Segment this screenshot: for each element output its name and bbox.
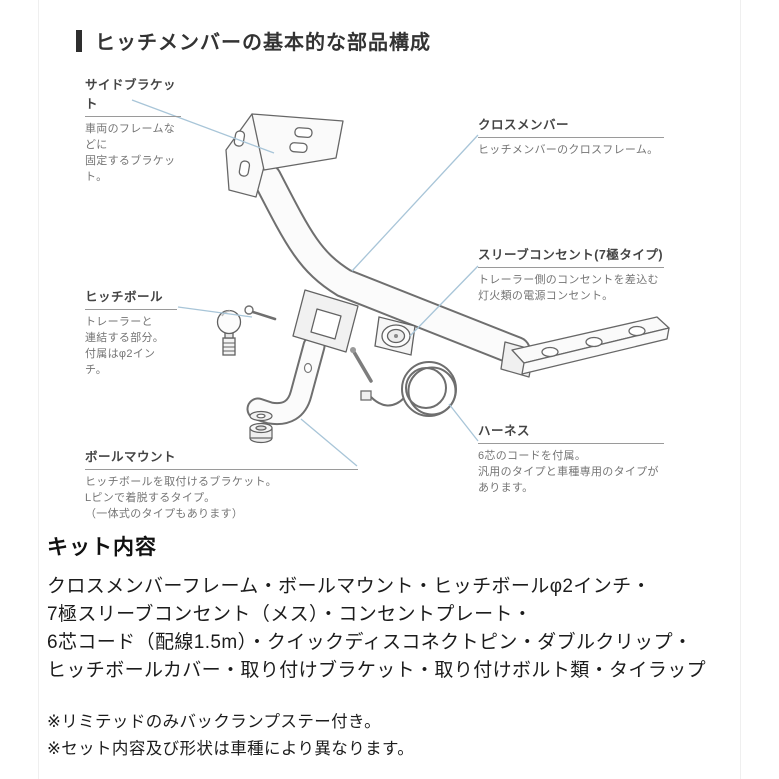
label-cross-member-desc: ヒッチメンバーのクロスフレーム。: [478, 144, 659, 156]
hitch-member-diagram: [131, 99, 670, 467]
left-edge-line: [38, 0, 39, 779]
page-header: ヒッチメンバーの基本的な部品構成: [76, 26, 431, 55]
right-side-bracket-drawing: [500, 316, 670, 378]
label-sleeve-outlet-desc: トレーラー側のコンセントを差込む 灯火類の電源コンセント。: [478, 274, 659, 302]
label-hitch-ball-title: ヒッチボール: [85, 286, 177, 310]
label-cross-member: クロスメンバー ヒッチメンバーのクロスフレーム。: [478, 114, 664, 159]
label-sleeve-outlet: スリーブコンセント(7極タイプ) トレーラー側のコンセントを差込む 灯火類の電源…: [478, 244, 664, 305]
label-ball-mount-desc: ヒッチボールを取付けるブラケット。 Lピンで着脱するタイプ。 （一体式のタイプも…: [85, 476, 277, 520]
harness-drawing: [360, 361, 457, 417]
label-ball-mount-title: ボールマウント: [85, 446, 358, 470]
leader-cross-member: [351, 134, 479, 272]
leader-hitch-ball: [177, 306, 253, 318]
kit-note: ※セット内容及び形状は車種により異なります。: [47, 740, 415, 758]
page-title: ヒッチメンバーの基本的な部品構成: [95, 32, 431, 54]
side-bracket-drawing: [225, 113, 344, 198]
leader-lines: [131, 99, 479, 467]
kit-contents-heading: キット内容: [47, 536, 157, 559]
label-cross-member-title: クロスメンバー: [478, 114, 664, 138]
label-side-bracket: サイドブラケット 車両のフレームなどに 固定するブラケット。: [85, 74, 181, 186]
kit-contents-line: ヒッチボールカバー・取り付けブラケット・取り付けボルト類・タイラップ: [47, 660, 707, 681]
label-hitch-ball: ヒッチボール トレーラーと 連結する部分。 付属はφ2インチ。: [85, 286, 177, 379]
receiver-box-drawing: [292, 289, 359, 353]
kit-note: ※リミテッドのみバックランプステー付き。: [47, 713, 382, 731]
label-sleeve-outlet-title: スリーブコンセント(7極タイプ): [478, 244, 664, 268]
ball-mount-drawing: [246, 334, 326, 426]
leader-ball-mount: [300, 418, 358, 467]
kit-contents-section: キット内容 クロスメンバーフレーム・ボールマウント・ヒッチボールφ2インチ・ 7…: [47, 531, 752, 763]
title-accent-bar-icon: [76, 29, 82, 52]
kit-notes: ※リミテッドのみバックランプステー付き。 ※セット内容及び形状は車種により異なり…: [47, 709, 752, 763]
cross-member-tube-drawing: [252, 163, 531, 366]
label-side-bracket-title: サイドブラケット: [85, 74, 181, 117]
kit-contents-line: 6芯コード（配線1.5m）・クイックディスコネクトピン・ダブルクリップ・: [47, 632, 693, 653]
kit-contents-line: クロスメンバーフレーム・ボールマウント・ヒッチボールφ2インチ・: [47, 576, 651, 597]
kit-contents-line: 7極スリーブコンセント（メス）・コンセントプレート・: [47, 604, 533, 625]
leader-sleeve-outlet: [409, 265, 479, 337]
label-harness-desc: 6芯のコードを付属。 汎用のタイプと車種専用のタイプが あります。: [478, 450, 659, 494]
hitch-ball-drawing: [216, 309, 242, 356]
right-edge-line: [740, 0, 741, 779]
leader-harness: [448, 403, 479, 442]
bolt-drawing: [350, 347, 373, 383]
label-harness-title: ハーネス: [478, 420, 664, 444]
leader-side-bracket: [131, 99, 275, 154]
quick-disconnect-pin-drawing: [244, 305, 277, 321]
sleeve-outlet-drawing: [374, 316, 416, 356]
label-harness: ハーネス 6芯のコードを付属。 汎用のタイプと車種専用のタイプが あります。: [478, 420, 664, 497]
label-hitch-ball-desc: トレーラーと 連結する部分。 付属はφ2インチ。: [85, 316, 165, 376]
label-ball-mount: ボールマウント ヒッチボールを取付けるブラケット。 Lピンで着脱するタイプ。 （…: [85, 446, 358, 523]
washer-nut-drawing: [249, 410, 273, 444]
label-side-bracket-desc: 車両のフレームなどに 固定するブラケット。: [85, 123, 176, 183]
